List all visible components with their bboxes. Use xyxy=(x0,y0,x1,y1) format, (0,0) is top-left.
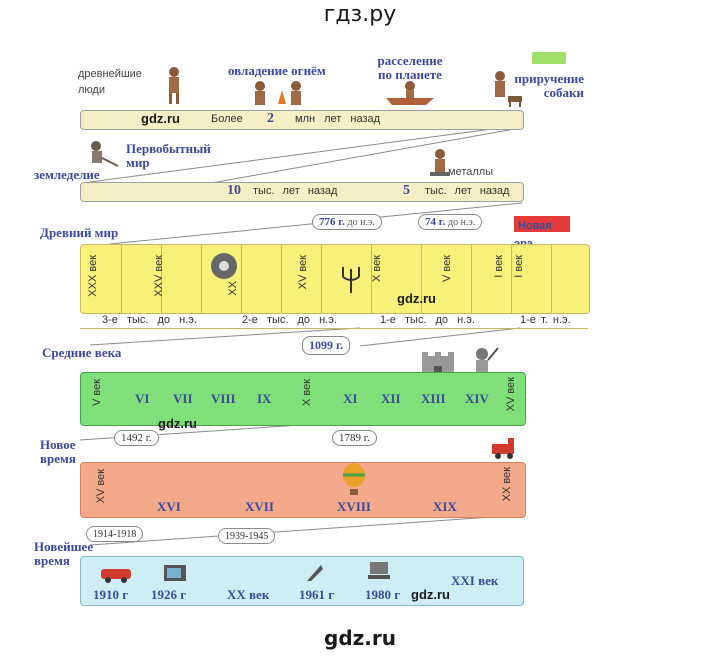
footer-title: gdz.ru xyxy=(0,626,720,650)
century-label: XI xyxy=(343,391,357,407)
watermark: gdz.ru xyxy=(411,587,450,602)
strip-suffix: млн лет назад xyxy=(295,113,380,125)
century-label: XXV век xyxy=(153,255,165,297)
strip-b-value: 5 xyxy=(403,183,410,199)
label-agriculture: земледелие xyxy=(34,168,100,182)
century-label: IX xyxy=(257,391,271,407)
century-label: I век xyxy=(513,255,525,278)
millennium-label: 3-е тыс. до н.э. xyxy=(102,314,197,326)
computer-icon xyxy=(367,561,391,581)
millennium-label: 1-е т. н.э. xyxy=(520,314,571,326)
middle-title: Средние века xyxy=(42,346,121,360)
century-label: I век xyxy=(493,255,505,278)
strip-thousands: 10 тыс. лет назад 5 тыс. лет назад xyxy=(80,182,524,202)
century-label: V век xyxy=(91,379,103,406)
strip-ancient: XXX век XXV век XX XV век X век V век I … xyxy=(80,244,590,314)
date-year: 1099 г. xyxy=(309,338,343,352)
date-year: 1914-1918 xyxy=(93,529,136,540)
century-label: VI xyxy=(135,391,149,407)
century-label: XXX век xyxy=(87,255,99,297)
century-label: XX xyxy=(227,281,239,296)
strip-prefix: Более xyxy=(211,113,243,125)
century-label: XV век xyxy=(505,377,517,411)
date-suffix: до н.э. xyxy=(448,217,475,228)
middle-date-1099: 1099 г. xyxy=(302,336,350,355)
century-label: XV век xyxy=(297,255,309,289)
millennia-row: 3-е тыс. до н.э. 2-е тыс. до н.э. 1-е ты… xyxy=(80,312,588,329)
fire-people-icon xyxy=(250,78,308,108)
millennium-label: 2-е тыс. до н.э. xyxy=(242,314,337,326)
century-label: XIV xyxy=(465,391,489,407)
ancient-date-776: 776 г. до н.э. xyxy=(312,214,382,230)
date-year: 776 г. xyxy=(319,216,345,228)
car-icon xyxy=(99,563,135,583)
strip-new-time: XV век XVI XVII XVIII XIX XX век xyxy=(80,462,526,518)
date-year: 74 г. xyxy=(425,216,445,228)
date-suffix: до н.э. xyxy=(348,217,375,228)
ancient-man-icon xyxy=(160,66,188,106)
century-label: XX век xyxy=(501,467,513,501)
newest-date-ww2: 1939-1945 xyxy=(218,528,275,544)
strip-b-text: тыс. лет назад xyxy=(425,185,509,197)
strip-middle-ages: V век VI VII VIII IX X век XI XII XIII X… xyxy=(80,372,526,426)
strip-value: 2 xyxy=(267,111,274,127)
century-label: XIII xyxy=(421,391,446,407)
new-era-flag: Новая эра xyxy=(514,216,570,232)
year-label: XX век xyxy=(227,587,269,603)
hunter-dog-icon xyxy=(488,70,524,108)
strip-a-value: 10 xyxy=(227,183,241,199)
tv-icon xyxy=(163,563,187,583)
century-label: XVII xyxy=(245,499,274,515)
label-ancient-people: древнейшие люди xyxy=(78,66,158,98)
year-label: XXI век xyxy=(451,573,498,589)
century-label: V век xyxy=(441,255,453,282)
locomotive-icon xyxy=(490,438,522,460)
disc-icon xyxy=(209,251,239,281)
century-label: VII xyxy=(173,391,193,407)
watermark: gdz.ru xyxy=(397,291,436,306)
watermark: gdz.ru xyxy=(141,111,180,126)
boat-icon xyxy=(384,80,436,106)
date-year: 1789 г. xyxy=(339,432,370,444)
badge-icon xyxy=(532,52,566,64)
newtime-date-1492: 1492 г. xyxy=(114,430,159,446)
smith-icon xyxy=(426,148,454,178)
farmer-icon xyxy=(86,140,120,168)
year-label: 1980 г xyxy=(365,587,400,603)
century-label: XVI xyxy=(157,499,181,515)
millennium-label: 1-е тыс. до н.э. xyxy=(380,314,475,326)
newtime-date-1789: 1789 г. xyxy=(332,430,377,446)
strip-newest-time: 1910 г 1926 г XX век 1961 г 1980 г XXI в… xyxy=(80,556,524,606)
century-label: X век xyxy=(301,379,313,406)
label-metals: металлы xyxy=(448,166,493,178)
ancient-date-74: 74 г. до н.э. xyxy=(418,214,482,230)
newest-date-ww1: 1914-1918 xyxy=(86,526,143,542)
ancient-title: Древний мир xyxy=(40,226,118,240)
century-label: VIII xyxy=(211,391,236,407)
century-label: XII xyxy=(381,391,401,407)
year-label: 1910 г xyxy=(93,587,128,603)
watermark: gdz.ru xyxy=(158,416,197,431)
century-label: XV век xyxy=(95,469,107,503)
balloon-icon xyxy=(341,463,367,497)
rocket-icon xyxy=(303,561,325,583)
label-primitive: Первобытный мир xyxy=(126,142,226,170)
trident-icon xyxy=(339,263,363,293)
strip-prehistory: gdz.ru Более 2 млн лет назад xyxy=(80,110,524,130)
strip-a-text: тыс. лет назад xyxy=(253,185,337,197)
label-fire: овладение огнём xyxy=(228,64,326,78)
century-label: XIX xyxy=(433,499,457,515)
century-label: XVIII xyxy=(337,499,371,515)
year-label: 1961 г xyxy=(299,587,334,603)
year-label: 1926 г xyxy=(151,587,186,603)
century-label: X век xyxy=(371,255,383,282)
date-year: 1939-1945 xyxy=(225,531,268,542)
date-year: 1492 г. xyxy=(121,432,152,444)
label-settlement: расселение по планете xyxy=(370,54,450,82)
